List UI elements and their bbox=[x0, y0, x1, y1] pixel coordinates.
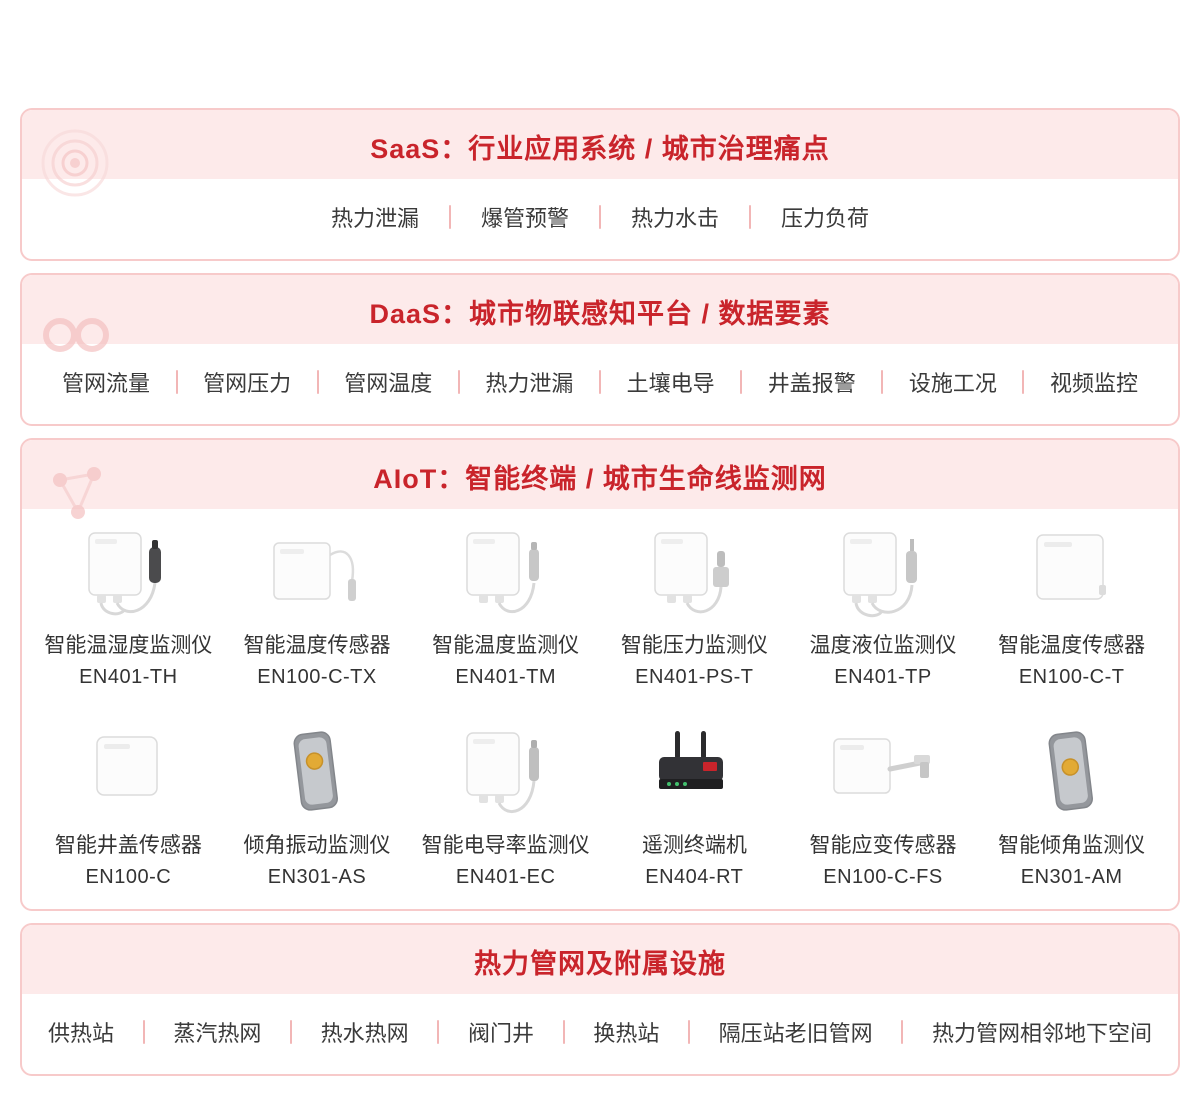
aiot-product-row-2: 智能井盖传感器 EN100-C 倾角振动监测仪 EN301-AS bbox=[22, 709, 1178, 909]
product-name: 倾角振动监测仪 bbox=[243, 834, 391, 857]
divider bbox=[437, 1020, 440, 1044]
infra-item: 热水热网 bbox=[320, 1021, 409, 1046]
divider bbox=[562, 1020, 565, 1044]
saas-item: 压力负荷 bbox=[781, 206, 870, 231]
product-card: 智能倾角监测仪 EN301-AM bbox=[977, 717, 1166, 905]
temp-humidity-monitor-icon bbox=[36, 523, 221, 623]
divider bbox=[881, 370, 884, 394]
product-card: 倾角振动监测仪 EN301-AS bbox=[223, 717, 412, 905]
infra-item: 热力管网相邻地下空间 bbox=[931, 1021, 1152, 1046]
divider bbox=[901, 1020, 904, 1044]
infra-item: 换热站 bbox=[593, 1021, 660, 1046]
divider bbox=[599, 205, 601, 229]
product-card: 智能温湿度监测仪 EN401-TH bbox=[34, 517, 223, 705]
product-model: EN401-EC bbox=[455, 866, 556, 888]
product-card: 智能电导率监测仪 EN401-EC bbox=[411, 717, 600, 905]
infrastructure-panel: 热力管网及附属设施 供热站 蒸汽热网 热水热网 阀门井 换热站 隔压站老旧管网 … bbox=[20, 923, 1180, 1076]
divider bbox=[175, 370, 178, 394]
product-card: 智能井盖传感器 EN100-C bbox=[34, 717, 223, 905]
divider bbox=[1022, 370, 1025, 394]
temp-sensor-box-icon bbox=[979, 523, 1164, 623]
product-model: EN100-C bbox=[85, 866, 172, 888]
saas-title: SaaS：行业应用系统 / 城市治理痛点 bbox=[22, 110, 1178, 179]
product-name: 智能温湿度监测仪 bbox=[44, 634, 213, 657]
strain-sensor-icon bbox=[791, 723, 976, 823]
product-card: 智能压力监测仪 EN401-PS-T bbox=[600, 517, 789, 705]
divider bbox=[448, 205, 451, 229]
product-model: EN100-C-TX bbox=[257, 666, 377, 688]
product-model: EN100-C-T bbox=[1018, 666, 1125, 688]
product-name: 智能温度监测仪 bbox=[432, 634, 580, 657]
aiot-title: AIoT：智能终端 / 城市生命线监测网 bbox=[22, 440, 1178, 509]
saas-items: 热力泄漏 爆管预警 热力水击 压力负荷 bbox=[22, 179, 1178, 259]
divider bbox=[687, 1020, 690, 1044]
product-name: 遥测终端机 bbox=[641, 834, 747, 857]
daas-item: 设施工况 bbox=[908, 371, 997, 396]
product-name: 温度液位监测仪 bbox=[809, 634, 957, 657]
infra-item: 供热站 bbox=[48, 1021, 115, 1046]
tilt-vibration-monitor-icon bbox=[225, 723, 410, 823]
daas-item: 视频监控 bbox=[1049, 371, 1138, 396]
infra-item: 隔压站老旧管网 bbox=[718, 1021, 873, 1046]
aiot-product-row-1: 智能温湿度监测仪 EN401-TH 智能温度传感器 EN100-C-TX bbox=[22, 509, 1178, 709]
product-name: 智能温度传感器 bbox=[998, 634, 1146, 657]
daas-title: DaaS：城市物联感知平台 / 数据要素 bbox=[22, 275, 1178, 344]
daas-item: 井盖报警 bbox=[767, 371, 856, 396]
divider bbox=[599, 370, 601, 394]
saas-item: 爆管预警 bbox=[480, 206, 569, 231]
divider bbox=[316, 370, 319, 394]
product-card: 温度液位监测仪 EN401-TP bbox=[789, 517, 978, 705]
infra-item: 阀门井 bbox=[467, 1021, 534, 1046]
saas-item: 热力泄漏 bbox=[330, 206, 419, 231]
product-name: 智能井盖传感器 bbox=[54, 834, 202, 857]
temp-monitor-icon bbox=[413, 523, 598, 623]
product-model: EN401-TP bbox=[834, 666, 932, 688]
daas-item: 管网流量 bbox=[62, 371, 151, 396]
product-model: EN401-TM bbox=[455, 666, 557, 688]
divider bbox=[457, 370, 460, 394]
product-card: 遥测终端机 EN404-RT bbox=[600, 717, 789, 905]
product-name: 智能倾角监测仪 bbox=[998, 834, 1146, 857]
daas-item: 管网温度 bbox=[344, 371, 433, 396]
aiot-panel: AIoT：智能终端 / 城市生命线监测网 智能温湿度监测仪 bbox=[20, 438, 1180, 911]
divider bbox=[749, 205, 752, 229]
pressure-monitor-icon bbox=[602, 523, 787, 623]
product-name: 智能温度传感器 bbox=[243, 634, 391, 657]
daas-panel: DaaS：城市物联感知平台 / 数据要素 管网流量 管网压力 管网温度 热力泄漏… bbox=[20, 273, 1180, 426]
divider bbox=[290, 1020, 292, 1044]
manhole-cover-sensor-icon bbox=[36, 723, 221, 823]
product-model: EN401-TH bbox=[79, 666, 178, 688]
product-model: EN100-C-FS bbox=[823, 866, 943, 888]
temp-level-monitor-icon bbox=[791, 523, 976, 623]
infra-item: 蒸汽热网 bbox=[173, 1021, 262, 1046]
tilt-monitor-icon bbox=[979, 723, 1164, 823]
product-model: EN401-PS-T bbox=[635, 666, 754, 688]
infrastructure-items: 供热站 蒸汽热网 热水热网 阀门井 换热站 隔压站老旧管网 热力管网相邻地下空间 bbox=[22, 994, 1178, 1074]
product-name: 智能电导率监测仪 bbox=[421, 834, 590, 857]
product-name: 智能应变传感器 bbox=[809, 834, 957, 857]
daas-item: 管网压力 bbox=[203, 371, 292, 396]
daas-item: 热力泄漏 bbox=[485, 371, 574, 396]
saas-item: 热力水击 bbox=[631, 206, 720, 231]
product-model: EN404-RT bbox=[645, 866, 744, 888]
product-card: 智能温度传感器 EN100-C-TX bbox=[223, 517, 412, 705]
product-model: EN301-AS bbox=[267, 866, 367, 888]
telemetry-terminal-router-icon bbox=[602, 723, 787, 823]
product-card: 智能温度监测仪 EN401-TM bbox=[411, 517, 600, 705]
divider bbox=[142, 1020, 145, 1044]
temp-sensor-icon bbox=[225, 523, 410, 623]
saas-panel: SaaS：行业应用系统 / 城市治理痛点 热力泄漏 爆管预警 热力水击 压力负荷 bbox=[20, 108, 1180, 261]
infrastructure-title: 热力管网及附属设施 bbox=[22, 925, 1178, 994]
daas-item: 土壤电导 bbox=[626, 371, 715, 396]
daas-items: 管网流量 管网压力 管网温度 热力泄漏 土壤电导 井盖报警 设施工况 视频监控 bbox=[22, 344, 1178, 424]
conductivity-monitor-icon bbox=[413, 723, 598, 823]
product-card: 智能应变传感器 EN100-C-FS bbox=[789, 717, 978, 905]
product-name: 智能压力监测仪 bbox=[620, 634, 768, 657]
product-model: EN301-AM bbox=[1020, 866, 1123, 888]
product-card: 智能温度传感器 EN100-C-T bbox=[977, 517, 1166, 705]
divider bbox=[740, 370, 743, 394]
